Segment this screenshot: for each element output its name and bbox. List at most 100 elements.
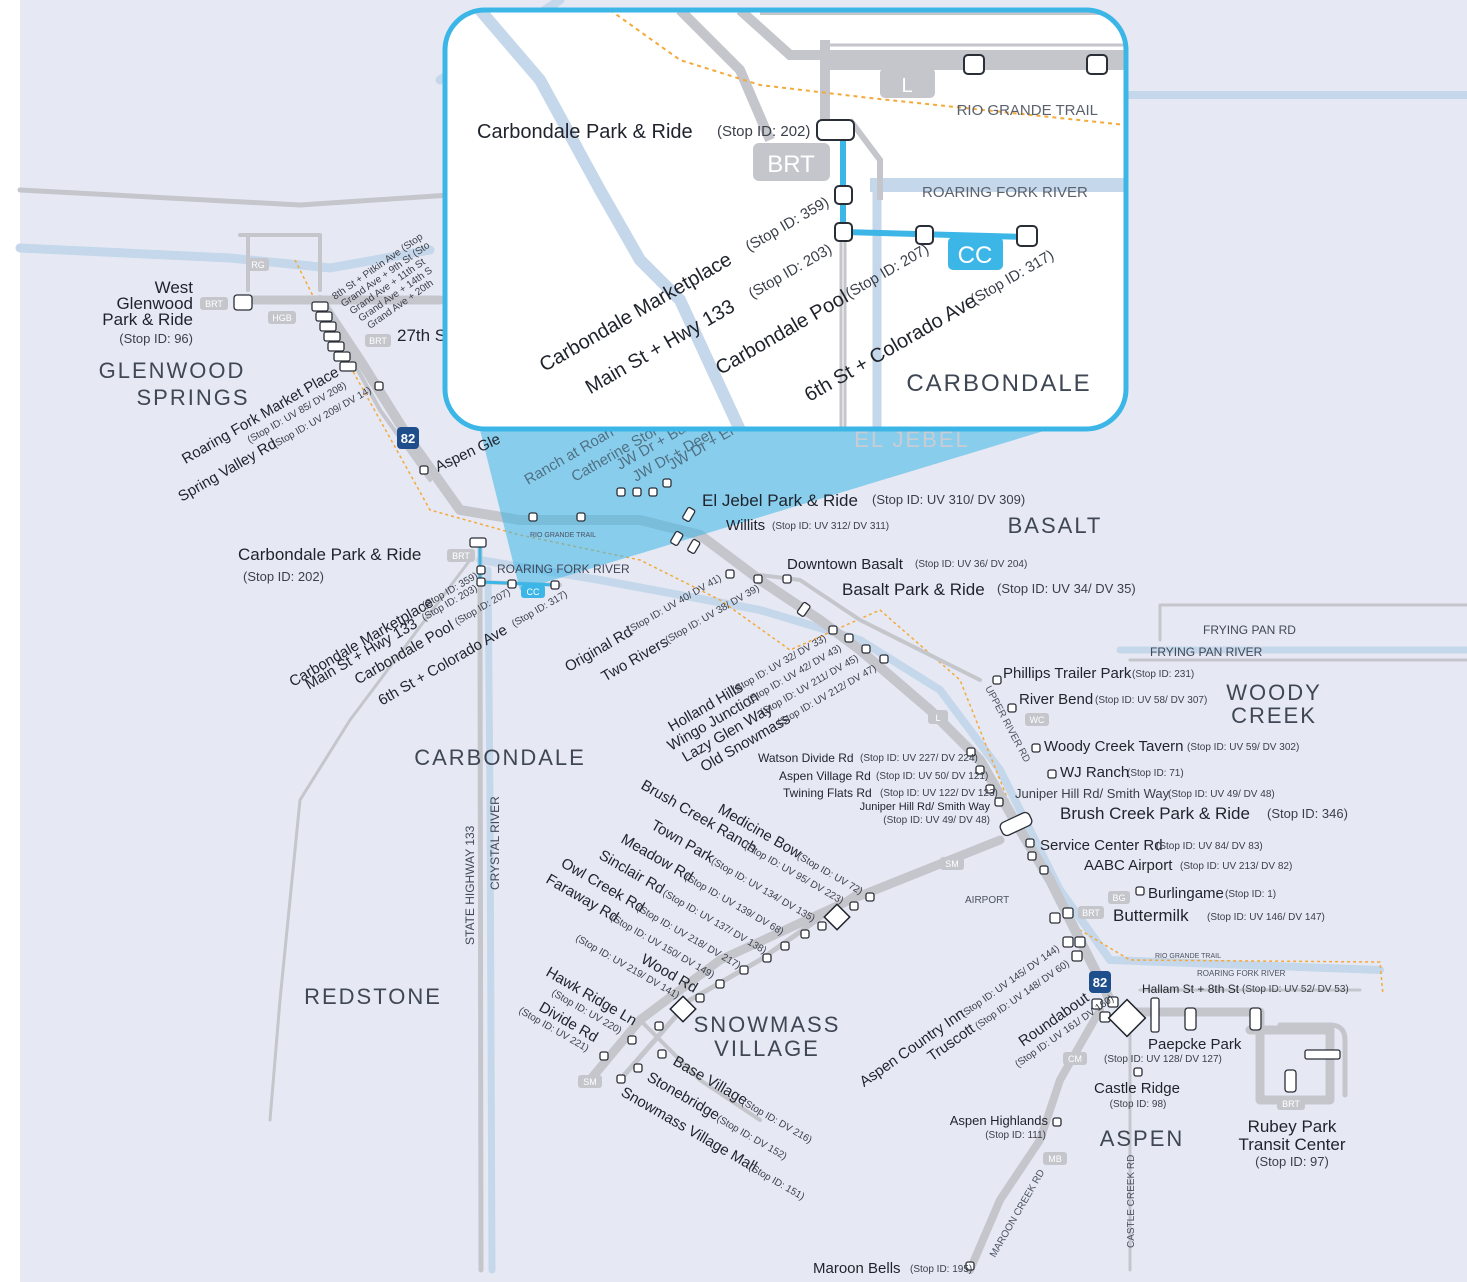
stop-burlingame-id: (Stop ID: 1) [1225,889,1276,900]
badge-sm-west: SM [583,1077,597,1087]
stop-27th: 27th S [397,326,446,345]
inset-stop-carbondale-pr-id: (Stop ID: 202) [717,123,810,140]
stop-maroon-bells: Maroon Bells [813,1260,901,1277]
stop-maroon-bells-id: (Stop ID: 195) [910,1264,972,1275]
stop-service-center: Service Center Rd [1040,837,1163,854]
stop-brush-creek-pr-id: (Stop ID: 346) [1267,806,1348,821]
stop-carbondale-pr: Carbondale Park & Ride [238,545,421,564]
stop-rubey-park-id: (Stop ID: 97) [1255,1154,1329,1169]
snowmass-mall-transfer-icon [669,995,697,1023]
town-snowmass: SNOWMASS [694,1012,841,1037]
stop-juniper-right-id: (Stop ID: UV 49/ DV 48) [1168,789,1275,800]
stop-service-center-id: (Stop ID: UV 84/ DV 83) [1156,841,1263,852]
badge-brt-buttermilk: BRT [1082,908,1100,918]
stop-woody-creek-tavern-id: (Stop ID: UV 59/ DV 302) [1187,742,1299,753]
town-carbondale: CARBONDALE [414,745,586,770]
inset-frame [442,7,1129,432]
label-frying-pan-river: FRYING PAN RIVER [1150,645,1263,659]
inset-badge-l: L [901,75,912,97]
stop-willits-id: (Stop ID: UV 312/ DV 311) [772,521,889,532]
stop-rubey-park-1: Rubey Park [1248,1117,1337,1136]
stop-hallam-8th: Hallam St + 8th St [1142,982,1240,996]
town-springs: SPRINGS [136,385,249,410]
town-labels: GLENWOOD SPRINGS CARBONDALE EL JEBEL BAS… [99,358,1322,1151]
stop-juniper-left: Juniper Hill Rd/ Smith Way [860,801,991,813]
badge-brt-carbondale: BRT [452,551,470,561]
badge-cc: CC [527,587,540,597]
stop-downtown-basalt-id: (Stop ID: UV 36/ DV 204) [915,559,1027,570]
badge-cm: CM [1068,1054,1082,1064]
stop-twining-flats: Twining Flats Rd [783,786,872,800]
label-roaring-fork-river-small: ROARING FORK RIVER [1197,969,1286,978]
stop-buttermilk-id: (Stop ID: UV 146/ DV 147) [1207,912,1325,923]
stop-aabc-airport-id: (Stop ID: UV 213/ DV 82) [1180,861,1292,872]
west-glenwood-line2: Glenwood [116,294,193,313]
stop-aspen-village-id: (Stop ID: UV 50/ DV 121) [876,771,988,782]
town-woody: WOODY [1226,680,1322,705]
stop-burlingame: Burlingame [1148,885,1224,902]
town-aspen: ASPEN [1100,1126,1185,1151]
town-redstone: REDSTONE [304,984,442,1009]
stop-castle-ridge-id: (Stop ID: 98) [1110,1099,1167,1110]
stop-aspen-village: Aspen Village Rd [779,769,871,783]
inset-label-roaring-fork-river: ROARING FORK RIVER [922,184,1088,201]
stop-wj-ranch-id: (Stop ID: 71) [1127,768,1184,779]
stop-el-jebel-pr-id: (Stop ID: UV 310/ DV 309) [872,492,1025,507]
town-creek: CREEK [1231,703,1317,728]
town-village: VILLAGE [714,1036,820,1061]
transfer-icons [669,903,1147,1038]
inset-badge-brt: BRT [767,151,815,178]
town-basalt: BASALT [1008,513,1103,538]
inset-callout-wedge [470,390,1080,590]
label-crystal-river: CRYSTAL RIVER [488,796,502,890]
label-roaring-fork-river: ROARING FORK RIVER [497,562,630,576]
stop-juniper-left-id: (Stop ID: UV 49/ DV 48) [883,815,990,826]
stop-watson-divide: Watson Divide Rd [758,751,854,765]
stop-basalt-pr: Basalt Park & Ride [842,580,985,599]
highway-82-shield-north: 82 [401,431,415,446]
stop-aabc-airport: AABC Airport [1084,857,1173,874]
stop-el-jebel-pr: El Jebel Park & Ride [702,491,858,510]
stop-watson-divide-id: (Stop ID: UV 227/ DV 224) [860,753,978,764]
stop-hallam-8th-id: (Stop ID: UV 52/ DV 53) [1242,984,1349,995]
stop-paepcke-park: Paepcke Park [1148,1036,1242,1053]
stop-brush-creek-pr: Brush Creek Park & Ride [1060,804,1250,823]
highway-82-shield-south: 82 [1093,975,1107,990]
label-castle-creek-rd: CASTLE CREEK RD [1126,1155,1137,1248]
stop-woody-creek-tavern: Woody Creek Tavern [1044,738,1184,755]
stop-phillips-trailer-id: (Stop ID: 231) [1132,669,1194,680]
badge-mb: MB [1048,1154,1062,1164]
stop-twining-flats-id: (Stop ID: UV 122/ DV 123) [880,788,998,799]
stop-juniper-right: Juniper Hill Rd/ Smith Way [1015,786,1170,801]
stop-castle-ridge: Castle Ridge [1094,1080,1180,1097]
stop-basalt-pr-id: (Stop ID: UV 34/ DV 35) [997,581,1136,596]
snowmass-transfer-icon [823,903,851,931]
inset-label-rio-grande-trail: RIO GRANDE TRAIL [957,102,1098,119]
west-glenwood-line1: West [155,278,194,297]
carbondale-inset: L BRT CC RIO GRANDE TRAIL ROARING FORK R… [442,7,1129,432]
stop-willits: Willits [726,517,765,534]
label-state-highway-133: STATE HIGHWAY 133 [463,825,477,945]
label-airport: AIRPORT [965,895,1009,906]
stop-rubey-park-2: Transit Center [1238,1135,1345,1154]
stop-river-bend-id: (Stop ID: UV 58/ DV 307) [1095,695,1207,706]
badge-l: L [935,713,940,723]
stop-aspen-highlands-id: (Stop ID: 111) [985,1130,1046,1141]
town-glenwood: GLENWOOD [99,358,246,383]
badge-hgb: HGB [272,313,292,323]
roundabout-transfer-icon [1107,998,1147,1038]
inset-town-carbondale: CARBONDALE [906,370,1091,397]
stop-paepcke-park-id: (Stop ID: UV 128/ DV 127) [1104,1054,1222,1065]
label-rio-grande-trail-small: RIO GRANDE TRAIL [530,532,596,539]
stop-aspen-highlands: Aspen Highlands [950,1113,1049,1128]
badge-brt-27th: BRT [369,336,387,346]
label-rio-grande-trail: RIO GRANDE TRAIL [1155,953,1221,960]
badge-brt-glenwood: BRT [205,299,223,309]
west-glenwood-line3: Park & Ride [102,310,193,329]
route-badges: BRT RG HGB BRT BRT CC L WC SM BG BRT SM … [200,258,1305,1165]
badge-bg: BG [1112,893,1125,903]
stop-carbondale-pr-id: (Stop ID: 202) [243,569,324,584]
badge-sm-east: SM [945,859,959,869]
stop-markers [233,294,1341,1271]
